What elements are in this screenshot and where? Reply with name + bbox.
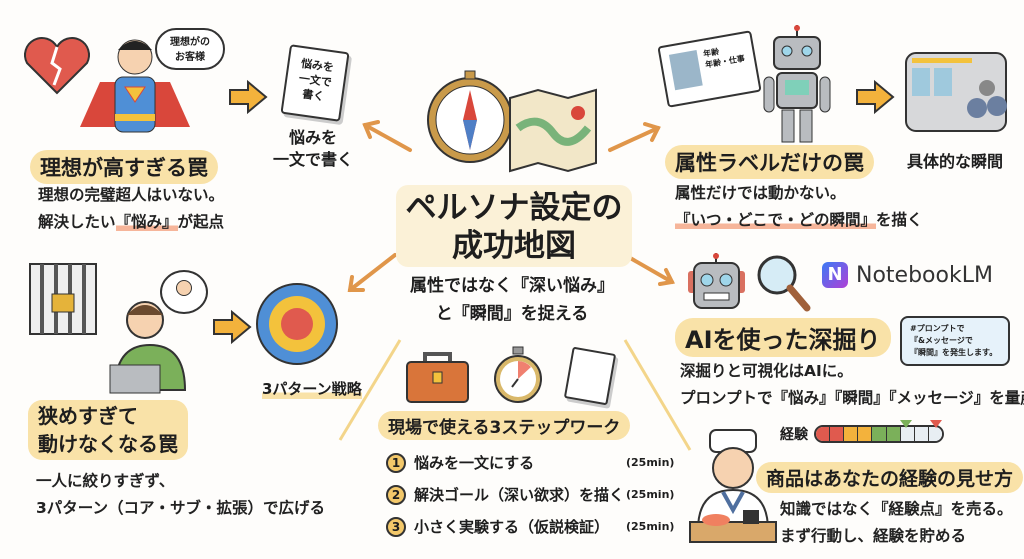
section-title-ideal-trap: 理想が高すぎる罠	[30, 150, 218, 184]
meter-segment	[872, 427, 887, 441]
body-line: 一人に絞りすぎず、	[36, 472, 175, 490]
section-body: 一人に絞りすぎず、 3パターン（コア・サブ・拡張）で広げる	[36, 468, 325, 522]
meter-segment	[816, 427, 831, 441]
step-number: 1	[386, 452, 406, 473]
body-line: まず行動し、経験を貯める	[780, 527, 967, 545]
jail-lock-icon	[29, 263, 97, 335]
meter-segment	[830, 427, 845, 441]
arrow-right-icon	[856, 79, 895, 115]
train-caption: 具体的な瞬間	[906, 152, 1003, 171]
stopwatch-icon	[494, 346, 542, 403]
step-label: 解決ゴール（深い欲求）を描く	[414, 486, 625, 504]
superhero-icon	[80, 39, 190, 133]
step-number: 2	[386, 484, 406, 505]
caption-line: 悩みを	[288, 128, 337, 147]
highlight-text: 『いつ・どこで・どの瞬間』	[675, 211, 877, 229]
notepad-icon	[563, 346, 617, 406]
notebooklm-logo: N NotebookLM	[822, 262, 993, 288]
step-duration: (25min)	[626, 456, 675, 469]
notebook-caption: 悩みを一文で書く	[268, 127, 358, 171]
step-item: 3 小さく実験する（仮説検証）	[386, 516, 609, 537]
arrow-right-icon	[229, 79, 268, 115]
body-text: を描く	[876, 211, 923, 229]
bubble-text: お客様	[175, 52, 205, 63]
target-icon	[256, 283, 338, 365]
magnifier-icon	[757, 255, 811, 312]
bubble-text: 理想がの	[170, 37, 210, 48]
photo-placeholder	[668, 49, 703, 91]
meter-segment	[886, 427, 901, 441]
meter-segment	[844, 427, 859, 441]
map-icon	[509, 88, 597, 173]
caption-line: 一文で書く	[272, 150, 353, 169]
section-title-experience: 商品はあなたの経験の見せ方	[756, 462, 1024, 493]
body-text: 解決したい	[38, 213, 116, 231]
robot-head-icon	[688, 253, 745, 309]
section-body: 属性だけでは動かない。 『いつ・どこで・どの瞬間』を描く	[675, 180, 923, 234]
section-title-narrow-trap: 狭めすぎて動けなくなる罠	[28, 400, 188, 460]
robot-icon	[763, 25, 831, 143]
broken-heart-icon	[24, 37, 90, 95]
meter-segment	[858, 427, 873, 441]
body-line: プロンプトで『悩み』『瞬間』『メッセージ』を量産	[680, 389, 1024, 407]
meter-segment	[928, 427, 942, 441]
bubble-text: #プロンプトで	[910, 324, 965, 333]
step-duration: (25min)	[626, 520, 675, 533]
meter-segment	[900, 427, 915, 441]
title-line: 動けなくなる罠	[38, 432, 178, 456]
section-title-ai-deepdive: AIを使った深掘り	[675, 318, 891, 357]
main-title: 成功地図	[452, 228, 576, 264]
meter-marker-icons	[900, 420, 942, 428]
step-label: 小さく実験する（仮説検証）	[414, 518, 610, 536]
subtitle-line: と『瞬間』を捉える	[435, 304, 589, 324]
step-number: 3	[386, 516, 406, 537]
section-body: 深掘りと可視化はAIに。 プロンプトで『悩み』『瞬間』『メッセージ』を量産	[680, 358, 1024, 412]
body-text: を売る。	[950, 500, 1013, 518]
main-title: ペルソナ設定の	[405, 190, 623, 226]
sushi-chef-icon	[689, 429, 777, 543]
section-body: 知識ではなく『経験点』を売る。 まず行動し、経験を貯める	[780, 496, 1013, 550]
speech-bubble: 理想がのお客様	[155, 28, 225, 70]
main-title-box: ペルソナ設定の成功地図	[396, 185, 632, 267]
step-duration: (25min)	[626, 488, 675, 501]
arrow-right-icon	[213, 309, 252, 345]
compass-icon	[427, 70, 513, 163]
notebook-icon: 悩みを一文で書く	[280, 44, 350, 122]
notebooklm-logo-icon: N	[822, 262, 848, 288]
body-line: 知識ではなく『経験点』を売る。	[780, 496, 1013, 523]
body-line: 『いつ・どこで・どの瞬間』を描く	[675, 207, 923, 234]
section-body: 理想の完璧超人はいない。 解決したい『悩み』が起点	[38, 182, 224, 236]
step-item: 2 解決ゴール（深い欲求）を描く	[386, 484, 624, 505]
notebooklm-logo-text: NotebookLM	[856, 262, 993, 288]
bubble-text: 『&メッセージで	[910, 336, 973, 345]
step-label: 悩みを一文にする	[414, 454, 535, 472]
meter-segment	[914, 427, 929, 441]
highlight-text: 『経験点』	[873, 500, 951, 518]
experience-meter: 経験	[780, 424, 944, 444]
highlight-text: 『悩み』	[115, 213, 178, 231]
worried-person-laptop-icon	[109, 301, 187, 394]
body-text: が起点	[177, 213, 225, 231]
body-text: 知識ではなく	[780, 500, 874, 518]
main-subtitle: 属性ではなく『深い悩み』と『瞬間』を捉える	[380, 272, 644, 328]
subtitle-line: 属性ではなく『深い悩み』	[410, 276, 614, 296]
section-title-three-steps: 現場で使える3ステップワーク	[378, 411, 631, 440]
section-title-attribute-trap: 属性ラベルだけの罠	[665, 145, 874, 179]
meter-bar	[814, 425, 944, 443]
bubble-text: 『瞬間』を発生します。	[910, 348, 998, 357]
toolbox-icon	[406, 352, 469, 403]
train-icon	[905, 52, 1007, 132]
body-line: 理想の完璧超人はいない。	[38, 186, 225, 204]
step-item: 1 悩みを一文にする	[386, 452, 534, 473]
title-line: 狭めすぎて	[38, 404, 138, 428]
body-line: 解決したい『悩み』が起点	[38, 209, 224, 236]
body-line: 3パターン（コア・サブ・拡張）で広げる	[36, 499, 326, 517]
prompt-speech-bubble: #プロンプトで『&メッセージで『瞬間』を発生します。	[900, 316, 1010, 366]
body-line: 深掘りと可視化はAIに。	[680, 362, 853, 380]
body-line: 属性だけでは動かない。	[675, 184, 846, 202]
person-face-icon	[176, 280, 192, 296]
meter-label: 経験	[780, 427, 808, 443]
thought-bubble	[160, 270, 208, 314]
target-caption: 3パターン戦略	[262, 378, 362, 399]
